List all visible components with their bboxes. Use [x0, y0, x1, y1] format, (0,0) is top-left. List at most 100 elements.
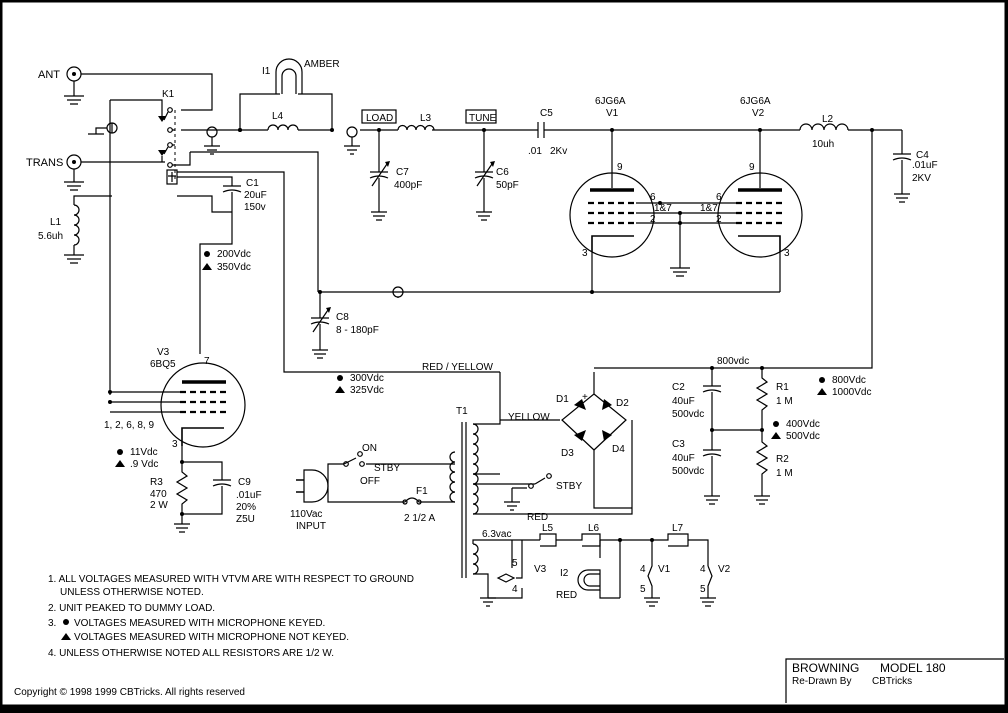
title-model: MODEL 180	[880, 661, 946, 675]
capacitor-c7	[369, 130, 390, 221]
volt-b2: 325Vdc	[350, 385, 384, 396]
off-label: OFF	[360, 476, 380, 487]
input-label-2: INPUT	[296, 521, 326, 532]
voltage-marks-b	[335, 375, 345, 393]
v1-pin9: 9	[617, 162, 623, 173]
volt-b1: 300Vdc	[350, 373, 384, 384]
c5-ref: C5	[540, 108, 553, 119]
c1-value2: 150v	[244, 202, 266, 213]
volt-c1: 11Vdc	[130, 447, 158, 458]
d3-ref: D3	[561, 448, 574, 459]
t1-ref: T1	[456, 406, 468, 417]
v3-type: 6BQ5	[150, 359, 176, 370]
title-brand: BROWNING	[792, 661, 859, 675]
fil-v2-pin5: 5	[700, 584, 706, 595]
l1-value: 5.6uh	[38, 231, 63, 242]
v2-ref: V2	[752, 108, 765, 119]
d4-ref: D4	[612, 444, 625, 455]
transformer-t1	[449, 372, 633, 598]
bridge-rectifier	[561, 372, 632, 509]
c6-value: 50pF	[496, 180, 519, 191]
c4-value2: 2KV	[912, 173, 931, 184]
red-yellow-label: RED / YELLOW	[422, 362, 494, 373]
c2-ref: C2	[672, 382, 685, 393]
lamp-i2	[577, 569, 620, 599]
relay-k1-label: K1	[162, 89, 175, 100]
tune-box	[465, 109, 497, 124]
v1-pin187: 1&7	[654, 203, 672, 214]
v2-pin3: 3	[784, 248, 790, 259]
c9-value3: Z5U	[236, 514, 255, 525]
capacitor-c1	[177, 171, 500, 373]
filter-caps-c2-c3	[702, 368, 764, 505]
capacitor-c4	[892, 130, 912, 203]
fil-v3-pin5: 5	[512, 558, 518, 569]
c3-ref: C3	[672, 439, 685, 450]
c3-value1: 40uF	[672, 453, 695, 464]
tube-interconnect	[318, 201, 781, 298]
stby-label-2: STBY	[556, 481, 582, 492]
ac-input-plug	[296, 451, 455, 505]
note-1-cont: UNLESS OTHERWISE NOTED.	[60, 587, 204, 598]
inductor-l2	[799, 123, 902, 132]
l7-ref: L7	[672, 523, 684, 534]
v800-label: 800vdc	[717, 356, 749, 367]
fil-v2-pin4: 4	[700, 564, 706, 575]
input-label-1: 110Vac	[290, 509, 322, 520]
r3-value1: 470	[150, 489, 167, 500]
fil-v1-label: V1	[658, 564, 671, 575]
v3-ref: V3	[157, 347, 170, 358]
r3-value2: 2 W	[150, 500, 168, 511]
c5-value2: 2Kv	[550, 146, 567, 157]
v1-pin3: 3	[582, 248, 588, 259]
r1-ref: R1	[776, 382, 789, 393]
i2-ref: I2	[560, 568, 569, 579]
load-box	[361, 109, 397, 124]
volt-c2: .9 Vdc	[130, 459, 158, 470]
l2-value: 10uh	[812, 139, 834, 150]
i1-ref: I1	[262, 66, 271, 77]
v2-pin2: 2	[716, 214, 722, 225]
keyed-dot-icon	[63, 619, 69, 625]
d2-ref: D2	[616, 398, 629, 409]
c2-value2: 500vdc	[672, 409, 704, 420]
volt-d1: 800Vdc	[832, 375, 866, 386]
stby-switch-secondary	[504, 473, 552, 511]
title-block	[785, 658, 1004, 703]
c5-value1: .01	[528, 146, 542, 157]
r2-ref: R2	[776, 454, 789, 465]
v1-type: 6JG6A	[595, 96, 626, 107]
tube-v3	[108, 362, 246, 462]
v3-pin7: 7	[204, 356, 210, 367]
v2-pin187: 1&7	[700, 203, 718, 214]
cathode-r3-c9	[174, 460, 232, 533]
note-1: 1. ALL VOLTAGES MEASURED WITH VTVM ARE W…	[48, 574, 414, 585]
note-3b: VOLTAGES MEASURED WITH MICROPHONE NOT KE…	[74, 632, 349, 643]
c9-value2: 20%	[236, 502, 256, 513]
bleeder-r1-r2	[754, 368, 770, 505]
c9-value1: .01uF	[236, 490, 262, 501]
c9-ref: C9	[238, 477, 251, 488]
note-4: 4. UNLESS OTHERWISE NOTED ALL RESISTORS …	[48, 648, 334, 659]
load-label: LOAD	[366, 113, 393, 124]
voltage-marks-d	[771, 377, 827, 439]
copyright: Copyright © 1998 1999 CBTricks. All righ…	[14, 687, 245, 698]
fil-v3-label: V3	[534, 564, 547, 575]
capacitor-c6	[474, 130, 495, 221]
v3-pin3: 3	[172, 439, 178, 450]
lamp-i1	[239, 58, 333, 130]
c4-ref: C4	[916, 150, 929, 161]
c8-ref: C8	[336, 312, 349, 323]
c1-value1: 20uF	[244, 190, 267, 201]
v1-pin2: 2	[650, 214, 656, 225]
c4-value1: .01uF	[912, 160, 938, 171]
title-redrawn-by: Re-Drawn By	[792, 676, 851, 687]
c2-value1: 40uF	[672, 396, 695, 407]
title-author: CBTricks	[872, 676, 912, 687]
c6-ref: C6	[496, 167, 509, 178]
note-3a: VOLTAGES MEASURED WITH MICROPHONE KEYED.	[74, 618, 325, 629]
voltage-marks-c	[115, 449, 125, 467]
